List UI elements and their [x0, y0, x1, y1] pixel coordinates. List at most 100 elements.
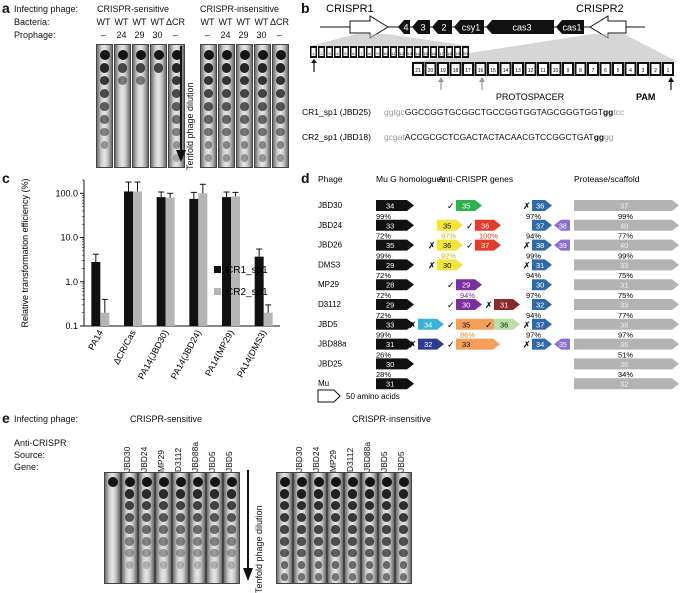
plaque-spot — [399, 573, 408, 581]
cross-icon: ✗ — [523, 320, 531, 330]
plaque-spot — [398, 513, 409, 523]
plaque-spot — [158, 477, 169, 487]
crispr2-spacer-number: 17 — [465, 68, 471, 74]
cas-gene-arrow — [412, 20, 430, 34]
crispr2-spacer-number: 15 — [490, 68, 496, 74]
e-plaque-strip — [378, 472, 395, 584]
plaque-spot — [348, 573, 357, 581]
crispr2-spacer-number: 5 — [617, 68, 620, 74]
e-dilution-arrow — [243, 470, 253, 581]
plaque-spot — [258, 141, 267, 149]
plaque-spot — [399, 549, 408, 558]
a-bacteria-col: ΔCR — [270, 17, 290, 27]
a-bacteria-col: WT — [132, 17, 147, 27]
a-bacteria-col: WT — [236, 17, 251, 27]
crispr1-spacer-number: 4 — [336, 51, 339, 56]
plaque-spot — [314, 525, 323, 534]
plaque-spot — [398, 501, 409, 511]
crispr2-spacer — [576, 64, 585, 74]
plaque-spot — [227, 525, 236, 534]
e-plaque-strip — [327, 472, 344, 584]
crispr1-array-arrow — [349, 15, 389, 39]
check-icon: ✓ — [466, 221, 474, 231]
crispr2-spacer — [426, 64, 435, 74]
legend-swatch — [214, 288, 221, 295]
plaque-spot — [209, 513, 220, 523]
reverse-gene-arrow — [554, 239, 570, 251]
bar-CR2_sp1 — [133, 191, 142, 326]
plaque-spot — [192, 501, 203, 511]
scaffold-identity: 34% — [618, 370, 633, 379]
scaffold-identity: 97% — [618, 331, 633, 340]
plaque-spot — [117, 76, 128, 86]
plaque-spot — [365, 549, 374, 558]
anti-crispr-gene-arrow — [475, 239, 501, 251]
crispr2-zoom — [412, 34, 678, 62]
anti-crispr-gene-arrow — [456, 279, 482, 291]
panel-a-label: a — [2, 0, 10, 16]
mu-g-gene-arrow — [376, 219, 414, 231]
plaque-spot — [226, 501, 237, 511]
plaque-spot — [330, 489, 341, 499]
plaque-spot — [240, 128, 249, 137]
plaque-spot — [210, 537, 219, 546]
plaque-spot — [100, 128, 109, 137]
downstream-gene-arrow — [532, 239, 552, 251]
bar-CR1_sp1 — [156, 197, 166, 326]
scaffold-gene-arrow — [574, 338, 679, 350]
plaque-spot — [125, 537, 134, 546]
e-plaque-strip — [155, 472, 172, 584]
a-prophage-col: 30 — [256, 30, 267, 40]
scaffold-gene-arrow — [574, 219, 679, 231]
downstream-gene-number: 34 — [536, 340, 544, 349]
mu-g-gene-arrow — [376, 259, 414, 271]
cas-gene-arrow — [486, 20, 554, 34]
crispr2-spacer — [601, 64, 610, 74]
a-infecting-label: Infecting phage: — [14, 4, 79, 14]
plaque-spot — [125, 525, 134, 534]
a-bacteria-col: WT — [96, 17, 111, 27]
acr-gene-number: 30 — [443, 261, 451, 270]
plaque-spot — [330, 477, 341, 487]
anti-crispr-gene-arrow — [437, 239, 463, 251]
plaque-spot — [99, 50, 110, 60]
a-plaque-strip — [272, 44, 289, 168]
plaque-spot — [279, 513, 290, 523]
x-tick-label: ΔCR/Cas — [111, 328, 138, 366]
plaque-spot — [381, 501, 392, 511]
plaque-spot — [209, 489, 220, 499]
y-tick-label: 1.0 — [65, 277, 78, 287]
crispr2-spacer-number: 18 — [453, 68, 459, 74]
plaque-spot — [193, 525, 202, 534]
crispr1-spacer — [439, 48, 444, 56]
crispr1-zoom — [310, 34, 470, 46]
plaque-spot — [153, 50, 164, 60]
plaque-spot — [382, 525, 391, 534]
crispr2-spacer-number: 21 — [415, 68, 421, 74]
cross-icon: ✗ — [523, 241, 531, 251]
reverse-gene-number: 38 — [559, 223, 567, 230]
scaffold-gene-arrow — [574, 259, 679, 271]
plaque-spot — [203, 76, 214, 86]
plaque-spot — [313, 501, 324, 511]
crispr1-spacer — [463, 48, 468, 56]
crispr2-spacer-number: 14 — [503, 68, 509, 74]
bar-CR1_sp1 — [189, 198, 199, 326]
scaffold-identity: 99% — [618, 251, 633, 260]
e-infecting-label: Infecting phage: — [14, 414, 79, 424]
plaque-spot — [280, 561, 289, 569]
plaque-spot — [382, 549, 391, 558]
arrow-head — [438, 77, 444, 82]
plaque-spot — [275, 76, 286, 86]
plaque-spot — [276, 128, 285, 137]
cross-icon: ✗ — [428, 241, 436, 251]
acr-gene-number: 35 — [462, 202, 470, 211]
x-tick-label: PA14(JBD30) — [136, 328, 170, 381]
acr-gene-number: 36 — [500, 320, 508, 329]
plaque-spot — [240, 154, 249, 162]
scaffold-gene-number: 40 — [620, 221, 628, 230]
plaque-spot — [99, 63, 110, 73]
scaffold-gene-number: 32 — [620, 380, 628, 389]
a-prophage-col: – — [204, 30, 210, 40]
plaque-spot — [313, 513, 324, 523]
